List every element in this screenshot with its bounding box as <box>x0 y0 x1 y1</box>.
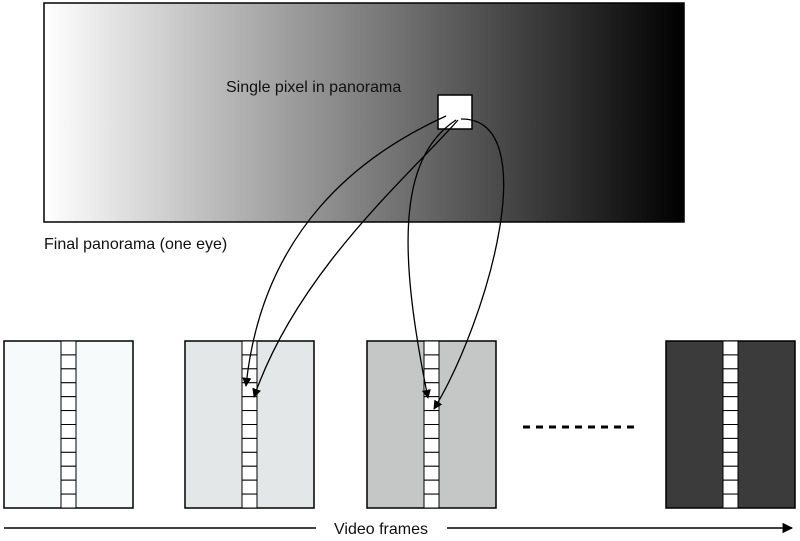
strip-cell <box>722 451 739 467</box>
strip-cell <box>423 424 440 439</box>
strip-cell <box>722 437 739 453</box>
strip-cell <box>241 479 258 495</box>
strip-cell <box>423 340 440 356</box>
strip-cell <box>423 451 440 467</box>
strip-cell <box>60 410 77 426</box>
arrow-to-frame-3-lower <box>433 118 505 410</box>
strip-cell <box>423 368 440 384</box>
strip-cell <box>60 493 77 509</box>
strip-cell <box>423 479 440 495</box>
strip-cell <box>60 437 77 453</box>
strip-cell <box>241 451 258 467</box>
panorama-image <box>43 2 685 223</box>
strip-cell <box>241 340 258 356</box>
strip-cell <box>722 410 739 426</box>
panorama-caption: Final panorama (one eye) <box>44 236 227 253</box>
pixel-label: Single pixel in panorama <box>226 79 401 96</box>
strip-cell <box>423 410 440 426</box>
strip-cell <box>60 451 77 467</box>
strip-cell <box>60 479 77 495</box>
video-frame-4 <box>665 340 796 509</box>
strip-cell <box>722 493 739 509</box>
strip-cell <box>423 465 440 481</box>
strip-cell <box>60 340 77 356</box>
arrow-to-frame-2-lower <box>252 119 459 398</box>
strip-cell <box>722 479 739 495</box>
strip-cell <box>241 465 258 481</box>
arrow-to-frame-3-upper <box>407 119 457 399</box>
video-frames <box>3 340 796 509</box>
strip-cell <box>60 354 77 370</box>
strip-cell <box>241 410 258 426</box>
strip-cell <box>241 424 258 439</box>
video-frame-1 <box>3 340 134 509</box>
strip-cell <box>241 493 258 509</box>
strip-cell <box>60 396 77 412</box>
arrow-to-frame-2-upper <box>242 115 447 387</box>
strip-cell <box>722 368 739 384</box>
strip-cell <box>60 465 77 481</box>
strip-cell <box>241 396 258 412</box>
strip-cell <box>722 396 739 412</box>
strip-cell <box>241 368 258 384</box>
strip-cell <box>60 382 77 398</box>
strip-cell <box>423 354 440 370</box>
timeline-label: Video frames <box>334 521 428 538</box>
strip-cell <box>423 493 440 509</box>
strip-cell <box>60 368 77 384</box>
strip-cell <box>241 437 258 453</box>
strip-cell <box>423 437 440 453</box>
strip-cell <box>722 340 739 356</box>
strip-cell <box>722 354 739 370</box>
video-frame-3 <box>366 340 497 509</box>
strip-cell <box>722 424 739 439</box>
video-frame-2 <box>184 340 315 509</box>
strip-cell <box>722 382 739 398</box>
contribution-arrows <box>242 115 505 410</box>
strip-cell <box>722 465 739 481</box>
strip-cell <box>60 424 77 439</box>
